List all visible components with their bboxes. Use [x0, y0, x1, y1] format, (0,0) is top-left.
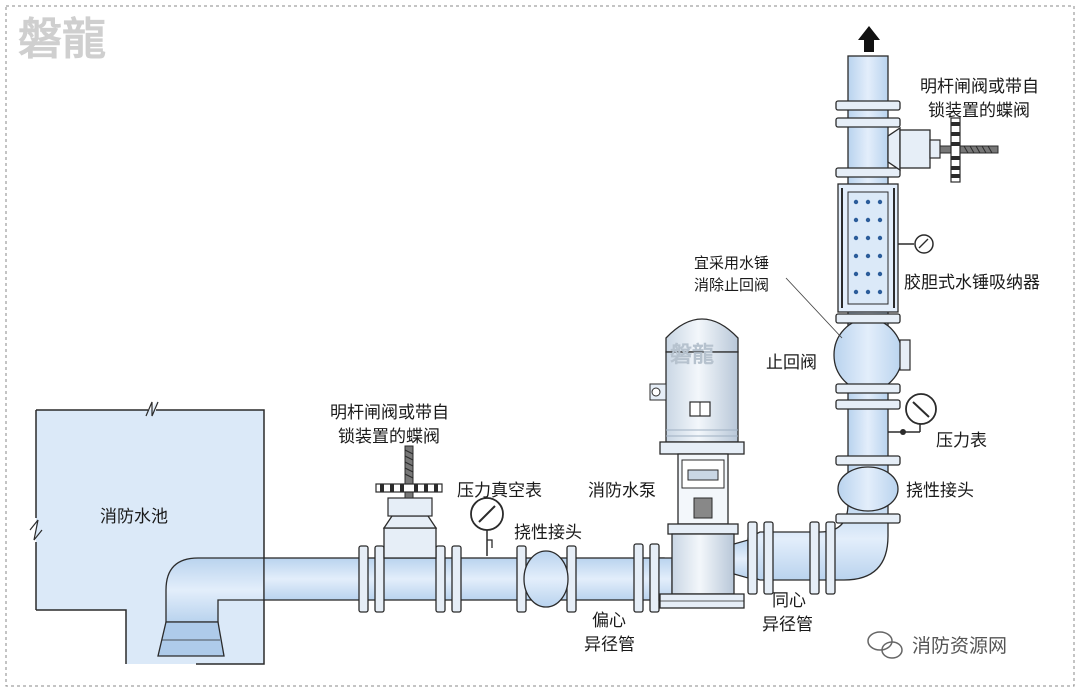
- vacuum-gauge-label: 压力真空表: [457, 481, 542, 501]
- discharge-gate-valve: [887, 117, 999, 183]
- arrestor-rivet: [865, 253, 871, 259]
- eccentric-reducer-label-line2: 异径管: [584, 635, 635, 655]
- brand-logo: 磐龍: [18, 14, 106, 65]
- check-valve-note-line1: 宜采用水锤: [694, 254, 769, 272]
- discharge-valve-label-line1: 明杆闸阀或带自: [920, 77, 1039, 97]
- arrestor-rivet: [853, 235, 859, 241]
- concentric-reducer-label-line2: 异径管: [762, 615, 813, 635]
- motor-logo: 磐龍: [670, 342, 714, 368]
- arrestor-rivet: [865, 199, 871, 205]
- check-valve-side-cap: [899, 339, 911, 371]
- arrestor-rivet: [877, 289, 883, 295]
- suction-flanges: [358, 543, 660, 613]
- suction-bellmouth-elbow: [157, 557, 265, 657]
- arrestor-rivet: [865, 289, 871, 295]
- eccentric-reducer-label-line1: 偏心: [592, 611, 626, 631]
- arrestor-rivet: [865, 217, 871, 223]
- vacuum-pressure-gauge: [470, 497, 504, 556]
- check-valve-label: 止回阀: [766, 353, 817, 373]
- arrestor-rivet: [877, 235, 883, 241]
- suction-valve-label-line1: 明杆闸阀或带自: [330, 403, 449, 423]
- water-hammer-arrestor: [837, 183, 899, 313]
- water-hammer-arrestor-label: 胶胆式水锤吸纳器: [904, 273, 1040, 293]
- suction-flexible-joint: [523, 550, 569, 608]
- arrestor-rivet: [877, 199, 883, 205]
- suction-gate-valve: [375, 445, 443, 559]
- pool-label: 消防水池: [100, 507, 168, 527]
- fire-pump: 磐龍: [649, 318, 745, 609]
- concentric-reducer: [733, 539, 749, 579]
- arrestor-rivet: [853, 253, 859, 259]
- arrestor-rivet: [877, 253, 883, 259]
- pressure-gauge: [888, 393, 937, 435]
- check-valve: [833, 318, 903, 392]
- arrestor-rivet: [853, 199, 859, 205]
- arrestor-rivet: [877, 271, 883, 277]
- arrestor-rivet: [853, 289, 859, 295]
- watermark-text: 消防资源网: [912, 635, 1007, 657]
- check-valve-note-leader: [785, 277, 843, 339]
- arrestor-rivet: [853, 271, 859, 277]
- pressure-gauge-label: 压力表: [936, 431, 987, 451]
- watermark: 消防资源网: [867, 631, 1007, 659]
- arrestor-gauge: [898, 234, 934, 254]
- flow-up-arrow-icon: [858, 26, 880, 52]
- check-valve-note-line2: 消除止回阀: [694, 276, 769, 294]
- discharge-flanges-vertical: [835, 100, 901, 524]
- suction-flex-joint-label: 挠性接头: [514, 523, 582, 543]
- arrestor-rivet: [865, 235, 871, 241]
- frame-border: [5, 5, 1075, 687]
- discharge-flanges-horizontal: [747, 521, 836, 595]
- arrestor-rivet: [877, 217, 883, 223]
- concentric-reducer-label-line1: 同心: [772, 591, 806, 611]
- arrestor-rivet: [865, 271, 871, 277]
- arrestor-rivet: [853, 217, 859, 223]
- suction-pipe: [263, 557, 665, 601]
- discharge-flex-joint-label: 挠性接头: [906, 481, 974, 501]
- fire-water-pool: 消防水池: [29, 400, 265, 665]
- wechat-icon: [867, 631, 903, 659]
- discharge-flexible-joint: [837, 466, 899, 512]
- suction-valve-label-line2: 锁装置的蝶阀: [338, 427, 440, 447]
- discharge-valve-label-line2: 锁装置的蝶阀: [928, 101, 1030, 121]
- pump-label: 消防水泵: [588, 481, 656, 501]
